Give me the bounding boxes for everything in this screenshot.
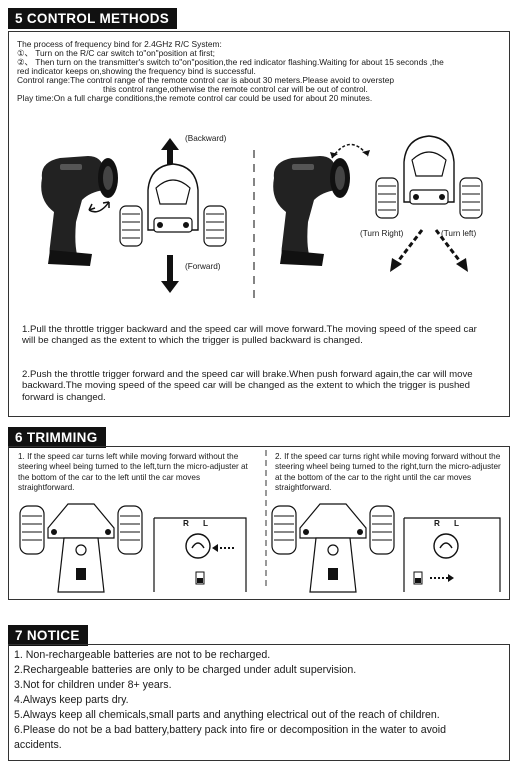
notice-item-3: 3.Not for children under 8+ years. [14,679,172,691]
section-5-title: 5 CONTROL METHODS [8,8,178,29]
car-front-right-illustration [375,135,483,219]
section-6-box [8,446,510,600]
car-underside-right [271,503,395,593]
notice-item-2: 2.Rechargeable batteries are only to be … [14,664,357,676]
label-r-left: R [183,519,189,528]
adjuster-detail-left [153,517,247,592]
control-range-line-1: Control range:The control range of the r… [17,75,395,85]
divider-dashed [253,150,255,300]
intro-line-4: red indicator keeps on,showing the frequ… [17,66,256,76]
label-backward: (Backward) [185,134,227,143]
transmitter-left-illustration [41,156,118,266]
section-6-title: 6 TRIMMING [8,427,106,448]
notice-item-1: 1. Non-rechargeable batteries are not to… [14,649,271,661]
turn-arrows [390,229,468,272]
arrow-up [161,138,179,172]
notice-item-4: 4.Always keep parts dry. [14,694,129,706]
control-range-line-2: this control range,otherwise the remote … [103,84,368,94]
notice-item-6: 6.Please do not be a bad battery,battery… [14,724,447,751]
section-7-title: 7 NOTICE [8,625,88,646]
label-r-right: R [434,519,440,528]
trim-item-1: 1. If the speed car turns left while mov… [18,452,248,493]
section-6-divider [265,450,267,590]
label-turn-right: (Turn Right) [360,229,404,238]
intro-line-3: ②、 Then turn on the transmitter's switch… [17,57,444,67]
play-time-line: Play time:On a full charge conditions,th… [17,93,373,103]
intro-line-2: ①、 Turn on the R/C car switch to"on"posi… [17,48,215,58]
label-turn-left: (Turn left) [441,229,477,238]
car-underside-left [19,503,143,593]
steering-arrow [330,143,370,159]
section-5-box [8,31,510,417]
control-note-2: 2.Push the throttle trigger forward and … [22,369,473,403]
notice-item-5: 5.Always keep all chemicals,small parts … [14,709,440,721]
intro-line-1: The process of frequency bind for 2.4GHz… [17,39,222,49]
trim-item-2: 2. If the speed car turns right while mo… [275,452,501,493]
arrow-down [161,255,179,293]
trigger-arrow [88,201,110,213]
car-front-left-illustration [119,163,227,247]
adjuster-detail-right [403,517,501,592]
transmitter-right-illustration [273,156,350,266]
label-l-right: L [454,519,460,528]
label-l-left: L [203,519,209,528]
control-note-1: 1.Pull the throttle trigger backward and… [22,324,477,347]
section-7-box [8,644,510,761]
label-forward: (Forward) [185,262,221,271]
